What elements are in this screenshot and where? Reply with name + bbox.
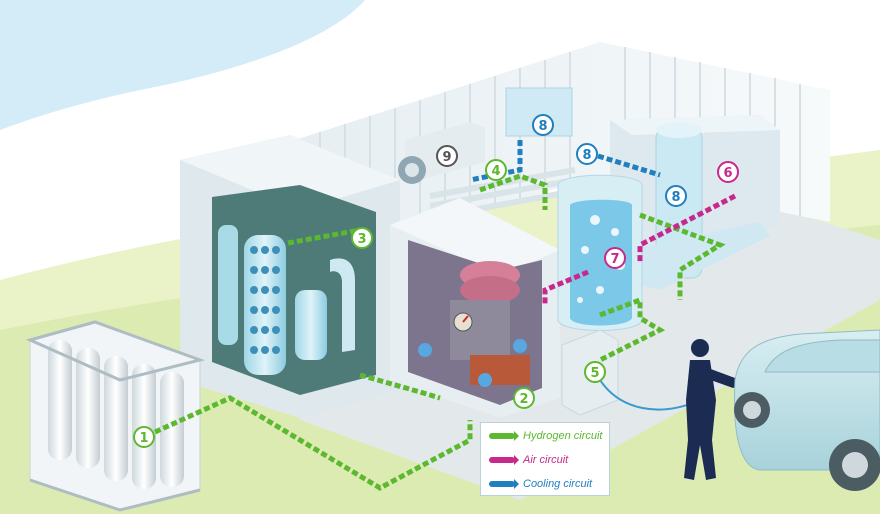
callout-9: 9 [436, 145, 458, 167]
callout-4: 4 [485, 159, 507, 181]
purifier-tanks [218, 225, 355, 375]
cooling-circuit-line [469, 140, 661, 183]
callout-3: 3 [351, 227, 373, 249]
callout-6: 6 [717, 161, 739, 183]
callout-8-top: 8 [532, 114, 554, 136]
legend-cooling: Cooling circuit [481, 477, 609, 497]
hydrogen-cylinder-rack [25, 320, 206, 512]
callout-3-label: 3 [357, 232, 366, 247]
callout-5-label: 5 [590, 366, 599, 381]
callout-4-label: 4 [491, 164, 500, 179]
callout-7-label: 7 [610, 252, 619, 267]
hydrogen-circuit-line [153, 173, 726, 491]
callout-8-right-label: 8 [671, 190, 680, 205]
callout-8-middle-label: 8 [582, 148, 591, 163]
legend-air-swatch [489, 455, 519, 465]
legend-cooling-label: Cooling circuit [523, 478, 593, 490]
legend-air: Air circuit [481, 453, 609, 473]
car [734, 329, 880, 491]
legend-hydrogen-swatch [489, 431, 519, 441]
compressor-machine [418, 261, 530, 387]
callout-2: 2 [513, 387, 535, 409]
air-circuit-line [542, 193, 737, 305]
sky-shape [0, 0, 365, 130]
legend: Hydrogen circuit Air circuit Cooling cir… [480, 422, 610, 496]
legend-hydrogen: Hydrogen circuit [481, 429, 609, 449]
callout-7: 7 [604, 247, 626, 269]
callout-5: 5 [584, 361, 606, 383]
callout-1: 1 [133, 426, 155, 448]
legend-hydrogen-label: Hydrogen circuit [523, 430, 603, 442]
person-silhouette [684, 339, 740, 480]
callout-8-right: 8 [665, 185, 687, 207]
callout-8-middle: 8 [576, 143, 598, 165]
callout-2-label: 2 [519, 392, 528, 407]
callout-1-label: 1 [139, 431, 148, 446]
callout-9-label: 9 [442, 150, 451, 165]
legend-cooling-swatch [489, 479, 519, 489]
buffer-tank [557, 174, 643, 331]
legend-air-label: Air circuit [523, 454, 569, 466]
callout-6-label: 6 [723, 166, 732, 181]
fan-icon [398, 156, 426, 184]
callout-8-top-label: 8 [538, 119, 547, 134]
